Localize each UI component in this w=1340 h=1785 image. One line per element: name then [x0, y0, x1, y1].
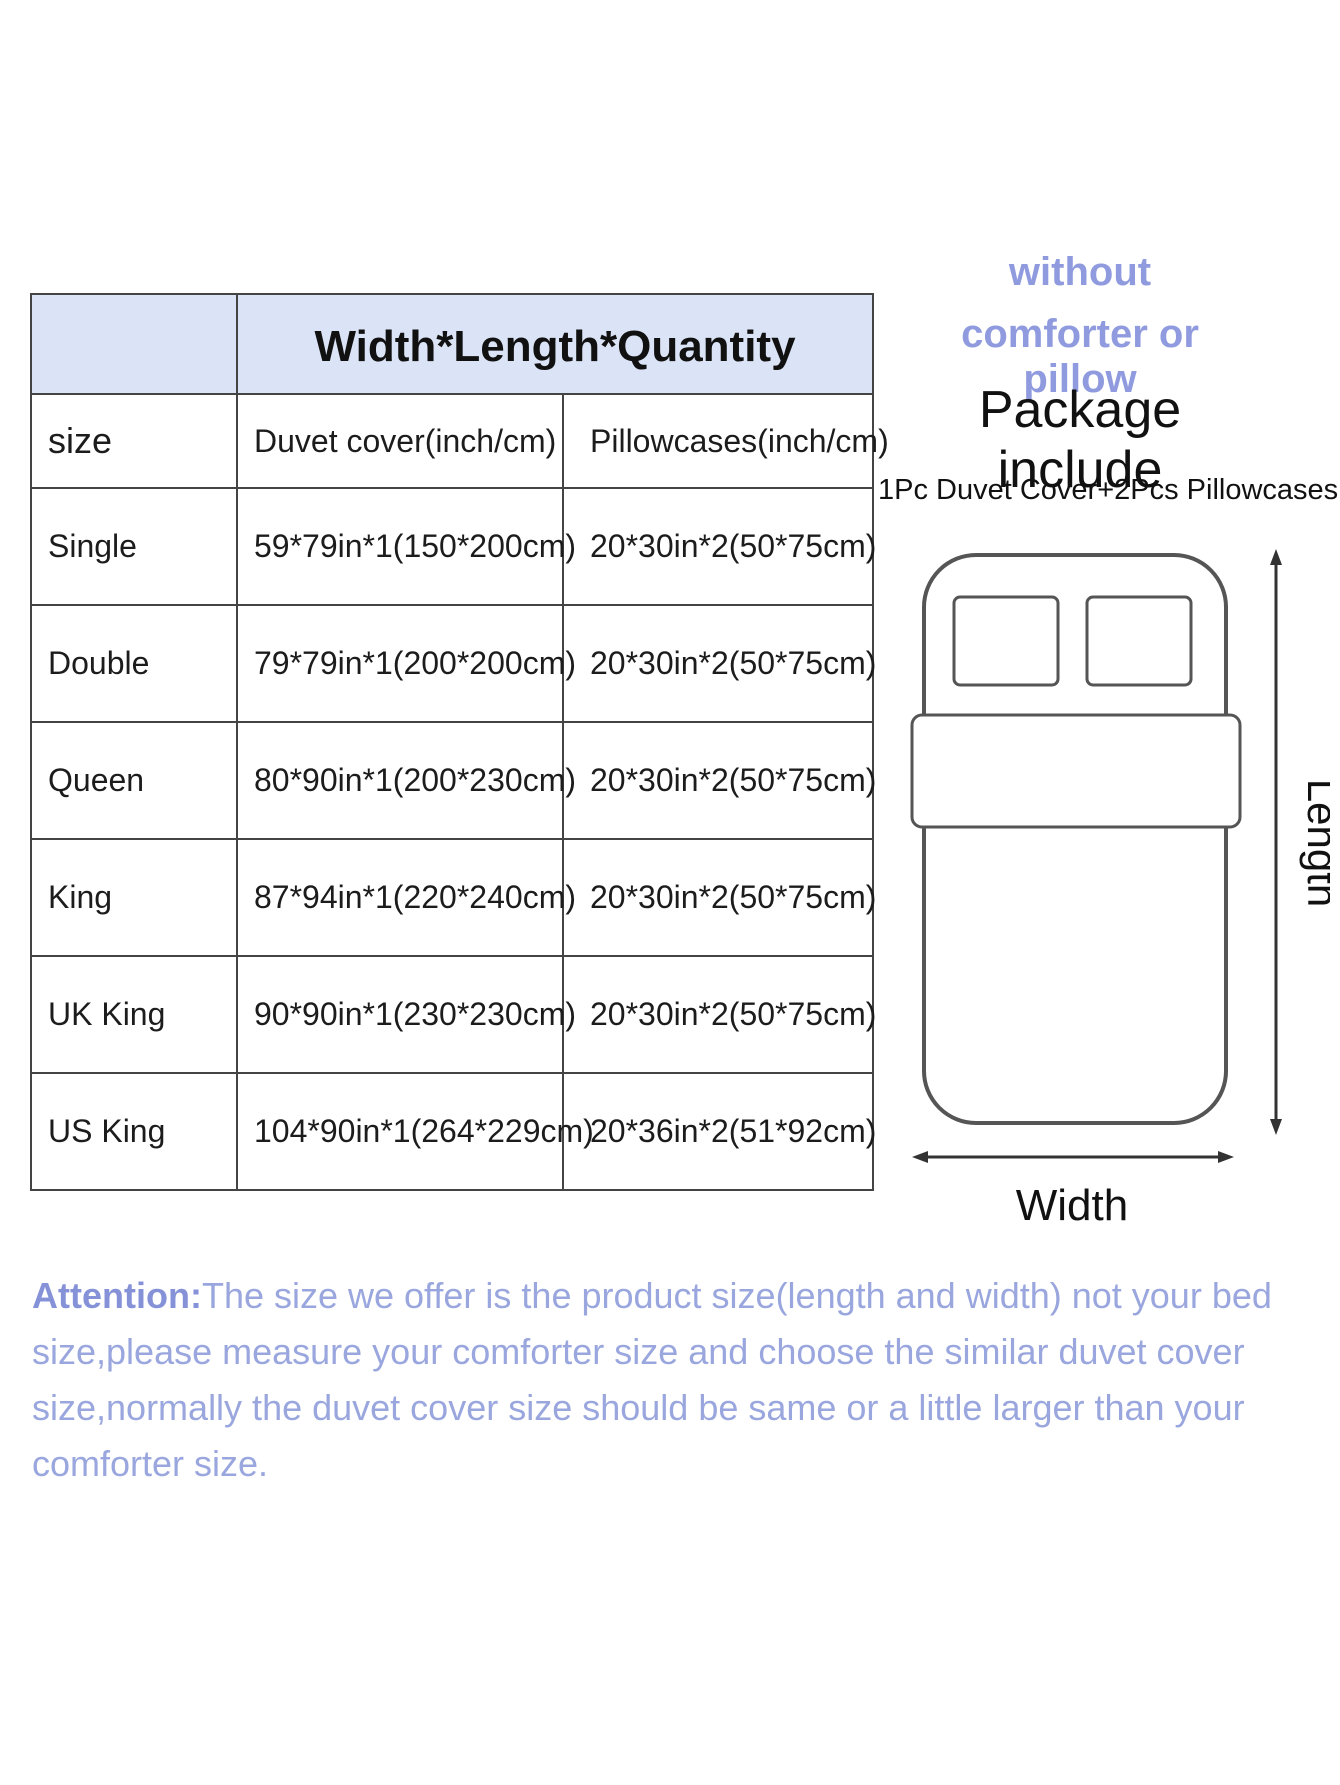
attention-label: Attention:	[32, 1275, 202, 1316]
package-note-line1: without	[1008, 250, 1152, 294]
length-arrow-head-bottom	[1270, 1119, 1282, 1135]
table-row: US King 104*90in*1(264*229cm) 20*36in*2(…	[30, 1072, 876, 1191]
size-table: Width*Length*Quantity size Duvet cover(i…	[30, 293, 889, 1191]
bed-diagram: Length Width	[910, 549, 1330, 1230]
length-label: Length	[1299, 779, 1330, 907]
attention-notice: Attention:The size we offer is the produ…	[32, 1268, 1322, 1492]
row-duvet: 80*90in*1(200*230cm)	[236, 721, 576, 840]
table-row: UK King 90*90in*1(230*230cm) 20*30in*2(5…	[30, 955, 876, 1074]
row-pillow: 20*30in*2(50*75cm)	[561, 487, 876, 606]
row-duvet: 90*90in*1(230*230cm)	[236, 955, 576, 1074]
row-duvet: 79*79in*1(200*200cm)	[236, 604, 576, 723]
col-header-size: size	[30, 393, 238, 489]
table-title: Width*Length*Quantity	[235, 293, 875, 395]
package-content: 1Pc Duvet Cover+2Pcs Pillowcases	[878, 474, 1339, 506]
width-arrow-head-left	[912, 1151, 928, 1163]
row-pillow: 20*30in*2(50*75cm)	[561, 721, 876, 840]
row-duvet: 104*90in*1(264*229cm)	[236, 1072, 594, 1191]
table-row: Single 59*79in*1(150*200cm) 20*30in*2(50…	[30, 487, 876, 606]
table-row: Double 79*79in*1(200*200cm) 20*30in*2(50…	[30, 604, 876, 723]
table-row: King 87*94in*1(220*240cm) 20*30in*2(50*7…	[30, 838, 876, 957]
table-header-row: Width*Length*Quantity	[30, 293, 875, 395]
row-duvet: 87*94in*1(220*240cm)	[236, 838, 576, 957]
row-size: US King	[30, 1072, 238, 1191]
package-note-line2: comforter or pillow	[961, 312, 1199, 401]
row-size: UK King	[30, 955, 238, 1074]
col-header-pillowcases: Pillowcases(inch/cm)	[561, 393, 889, 489]
row-size: King	[30, 838, 238, 957]
duvet-fold	[910, 713, 1242, 829]
row-pillow: 20*30in*2(50*75cm)	[561, 838, 876, 957]
row-pillow: 20*30in*2(50*75cm)	[561, 955, 876, 1074]
attention-text: The size we offer is the product size(le…	[32, 1275, 1272, 1484]
package-title: Package include	[978, 381, 1182, 499]
row-duvet: 59*79in*1(150*200cm)	[236, 487, 576, 606]
width-arrow-head-right	[1218, 1151, 1234, 1163]
table-row: Queen 80*90in*1(200*230cm) 20*30in*2(50*…	[30, 721, 876, 840]
pillow-left	[952, 595, 1060, 687]
row-size: Single	[30, 487, 238, 606]
column-header-row: size Duvet cover(inch/cm) Pillowcases(in…	[30, 393, 889, 489]
row-pillow: 20*30in*2(50*75cm)	[561, 604, 876, 723]
row-size: Queen	[30, 721, 238, 840]
col-header-duvet: Duvet cover(inch/cm)	[236, 393, 564, 489]
width-label: Width	[1016, 1181, 1128, 1230]
pillow-right	[1085, 595, 1193, 687]
bed-outline	[922, 553, 1228, 1125]
row-size: Double	[30, 604, 238, 723]
row-pillow: 20*36in*2(51*92cm)	[561, 1072, 876, 1191]
length-arrow-head-top	[1270, 549, 1282, 565]
header-empty-cell	[30, 293, 238, 395]
